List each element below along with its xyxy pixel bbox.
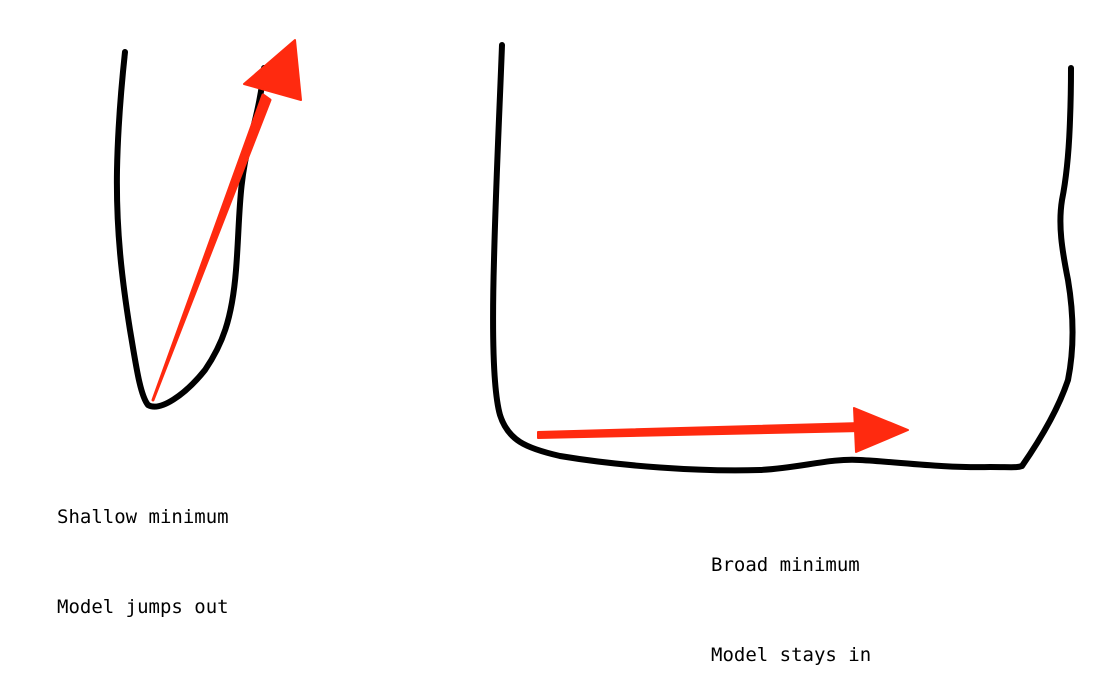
jump-out-arrow	[151, 39, 302, 402]
loss-landscape-diagram	[113, 39, 1076, 474]
shallow-minimum-caption-line2: Model jumps out	[57, 596, 229, 618]
shallow-minimum-caption-line1: Shallow minimum	[57, 506, 229, 528]
broad-minimum-curve	[490, 42, 1076, 474]
broad-minimum-caption: Broad minimum Model stays in	[711, 490, 871, 700]
broad-minimum-caption-line1: Broad minimum	[711, 554, 860, 576]
broad-minimum-caption-line2: Model stays in	[711, 644, 872, 666]
stay-in-arrow-head	[853, 407, 909, 453]
jump-out-arrow-head	[243, 39, 302, 101]
stay-in-arrow	[537, 407, 909, 453]
shallow-minimum-curve	[113, 49, 267, 410]
shallow-minimum-caption: Shallow minimum Model jumps out	[57, 442, 229, 652]
jump-out-arrow-shaft	[151, 93, 272, 402]
stay-in-arrow-shaft	[537, 422, 863, 439]
